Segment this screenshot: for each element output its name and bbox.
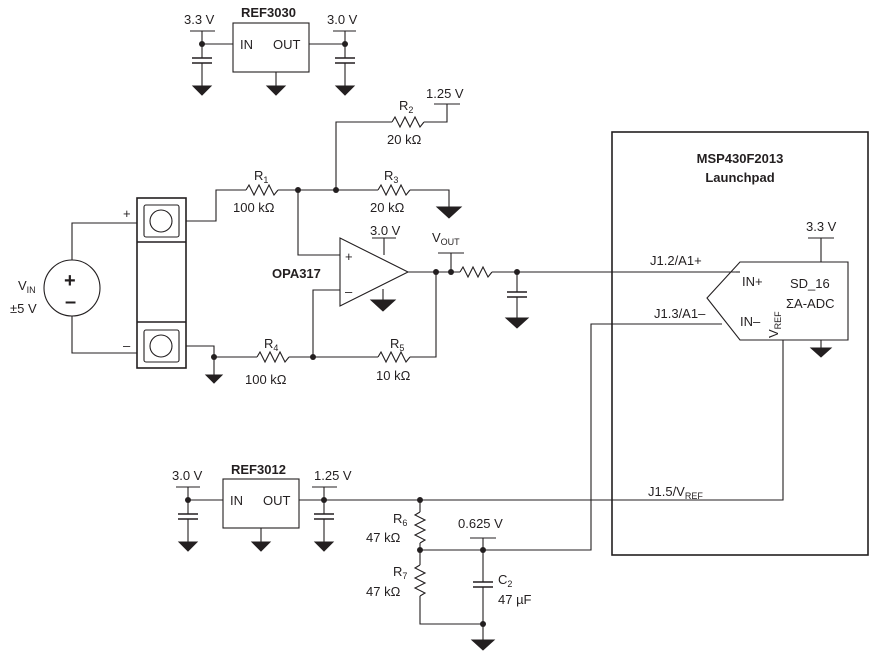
r2-name: R2 bbox=[399, 98, 413, 115]
r4-name: R4 bbox=[264, 336, 278, 353]
r1-name: R1 bbox=[254, 168, 268, 185]
adc-vref: VREF bbox=[766, 311, 783, 338]
ground-icon bbox=[191, 85, 213, 96]
r1-value: 100 kΩ bbox=[233, 200, 275, 215]
ref3012-name: REF3012 bbox=[231, 462, 286, 477]
r7-name: R7 bbox=[393, 564, 407, 581]
vout-label: VOUT bbox=[432, 230, 460, 247]
r7-value: 47 kΩ bbox=[366, 584, 401, 599]
adc-type: ΣA-ADC bbox=[786, 296, 834, 311]
opamp-plus: + bbox=[345, 249, 353, 264]
ref3030-name: REF3030 bbox=[241, 5, 296, 20]
source-name: VIN bbox=[18, 278, 36, 295]
r6-value: 47 kΩ bbox=[366, 530, 401, 545]
r2-supply: 1.25 V bbox=[426, 86, 464, 101]
r4-value: 100 kΩ bbox=[245, 372, 287, 387]
ref3012-in-pin: IN bbox=[230, 493, 243, 508]
opamp-minus: – bbox=[345, 284, 353, 299]
opamp-network: R1 100 kΩ R3 20 kΩ R2 20 kΩ 1.25 V + – O… bbox=[186, 86, 736, 387]
source-minus: – bbox=[65, 291, 76, 313]
opamp-triangle bbox=[339, 237, 410, 307]
c2-name: C2 bbox=[498, 572, 512, 589]
launchpad-box bbox=[611, 131, 869, 556]
adc-pin-plus: IN+ bbox=[742, 274, 763, 289]
resistor-r3 bbox=[377, 183, 411, 197]
r3-value: 20 kΩ bbox=[370, 200, 405, 215]
resistor-r2 bbox=[391, 115, 425, 129]
divider-network: R6 47 kΩ R7 47 kΩ 0.625 V C2 47 µF bbox=[366, 497, 532, 651]
launchpad-title-1: MSP430F2013 bbox=[697, 151, 784, 166]
ref3012-in-voltage: 3.0 V bbox=[172, 468, 203, 483]
resistor-r5 bbox=[377, 350, 411, 364]
ground-icon bbox=[470, 639, 496, 651]
ref3030-block: REF3030 IN OUT 3.3 V 3.0 V bbox=[184, 5, 358, 96]
adc-block bbox=[706, 261, 849, 341]
input-source: + – VIN ±5 V + – bbox=[10, 206, 137, 354]
ground-icon bbox=[250, 541, 272, 552]
ref3030-out-voltage: 3.0 V bbox=[327, 12, 358, 27]
connector-minus: – bbox=[123, 338, 131, 353]
source-plus: + bbox=[64, 270, 76, 292]
ground-icon bbox=[369, 299, 397, 312]
resistor-r1 bbox=[245, 183, 279, 197]
ground-icon bbox=[334, 85, 356, 96]
mid-node-voltage: 0.625 V bbox=[458, 516, 503, 531]
r2-value: 20 kΩ bbox=[387, 132, 422, 147]
resistor-r7 bbox=[413, 564, 427, 597]
opamp-supply: 3.0 V bbox=[370, 223, 401, 238]
ref3030-in-pin: IN bbox=[240, 37, 253, 52]
ref3012-out-pin: OUT bbox=[263, 493, 291, 508]
ground-icon bbox=[809, 347, 833, 358]
ref3030-out-pin: OUT bbox=[273, 37, 301, 52]
ref3030-in-voltage: 3.3 V bbox=[184, 12, 215, 27]
r6-name: R6 bbox=[393, 511, 407, 528]
opamp-name: OPA317 bbox=[272, 266, 321, 281]
ground-icon bbox=[265, 85, 287, 96]
resistor-output bbox=[459, 265, 493, 279]
launchpad-title-2: Launchpad bbox=[705, 170, 774, 185]
pin-j12: J1.2/A1+ bbox=[650, 253, 702, 268]
ground-icon bbox=[313, 541, 335, 552]
ground-icon bbox=[435, 206, 463, 219]
resistor-r4 bbox=[256, 350, 290, 364]
ground-icon bbox=[177, 541, 199, 552]
r5-value: 10 kΩ bbox=[376, 368, 411, 383]
adc-name: SD_16 bbox=[790, 276, 830, 291]
resistor-r6 bbox=[413, 511, 427, 544]
r3-name: R3 bbox=[384, 168, 398, 185]
terminal-connector bbox=[136, 197, 187, 369]
launchpad-supply: 3.3 V bbox=[806, 219, 837, 234]
launchpad-block: MSP430F2013 Launchpad 3.3 V SD_16 ΣA-ADC… bbox=[330, 131, 869, 556]
c2-value: 47 µF bbox=[498, 592, 532, 607]
pin-j13: J1.3/A1– bbox=[654, 306, 706, 321]
r5-name: R5 bbox=[390, 336, 404, 353]
pin-j15: J1.5/VREF bbox=[648, 484, 703, 501]
ref3012-block: REF3012 IN OUT 3.0 V 1.25 V bbox=[172, 462, 352, 552]
ground-icon bbox=[504, 317, 530, 329]
source-value: ±5 V bbox=[10, 301, 37, 316]
adc-pin-minus: IN– bbox=[740, 314, 761, 329]
ground-icon bbox=[204, 374, 224, 384]
ref3012-out-voltage: 1.25 V bbox=[314, 468, 352, 483]
connector-plus: + bbox=[123, 206, 131, 221]
ref3030-box bbox=[232, 22, 310, 73]
